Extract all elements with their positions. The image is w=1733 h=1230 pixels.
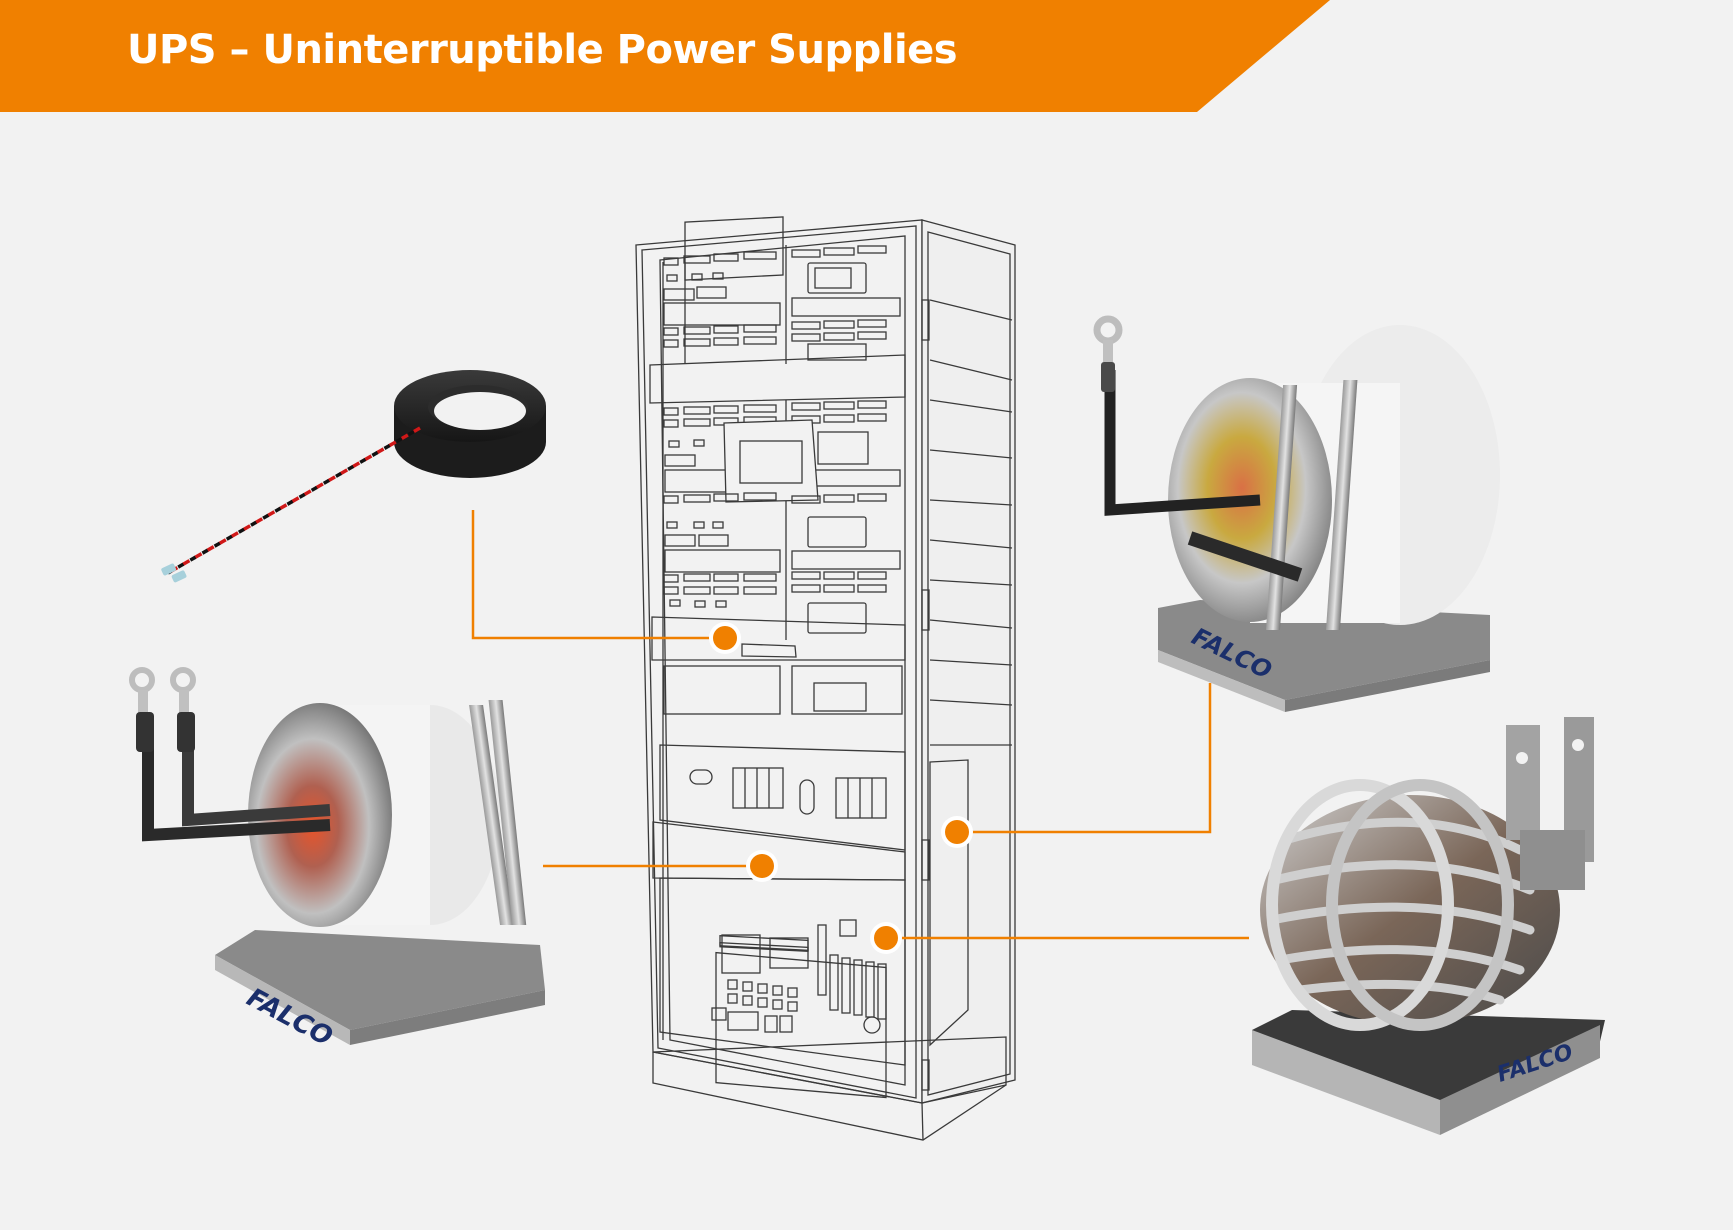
callout-line-choke-top-right [969, 683, 1212, 834]
header-banner: UPS – Uninterruptible Power Supplies [0, 0, 1733, 112]
callout-dot-choke-top-right[interactable] [941, 816, 973, 848]
callout-dot-sensor[interactable] [709, 622, 741, 654]
ring-body [394, 370, 546, 478]
callout-dot-choke-bottom-right[interactable] [870, 922, 902, 954]
twisted-lead-wire [167, 426, 421, 575]
spade-connectors [161, 563, 187, 583]
banner-shape [0, 0, 1330, 112]
page-title: UPS – Uninterruptible Power Supplies [127, 27, 958, 73]
callout-dot-choke-left[interactable] [746, 850, 778, 882]
callout-line-sensor [471, 510, 713, 640]
